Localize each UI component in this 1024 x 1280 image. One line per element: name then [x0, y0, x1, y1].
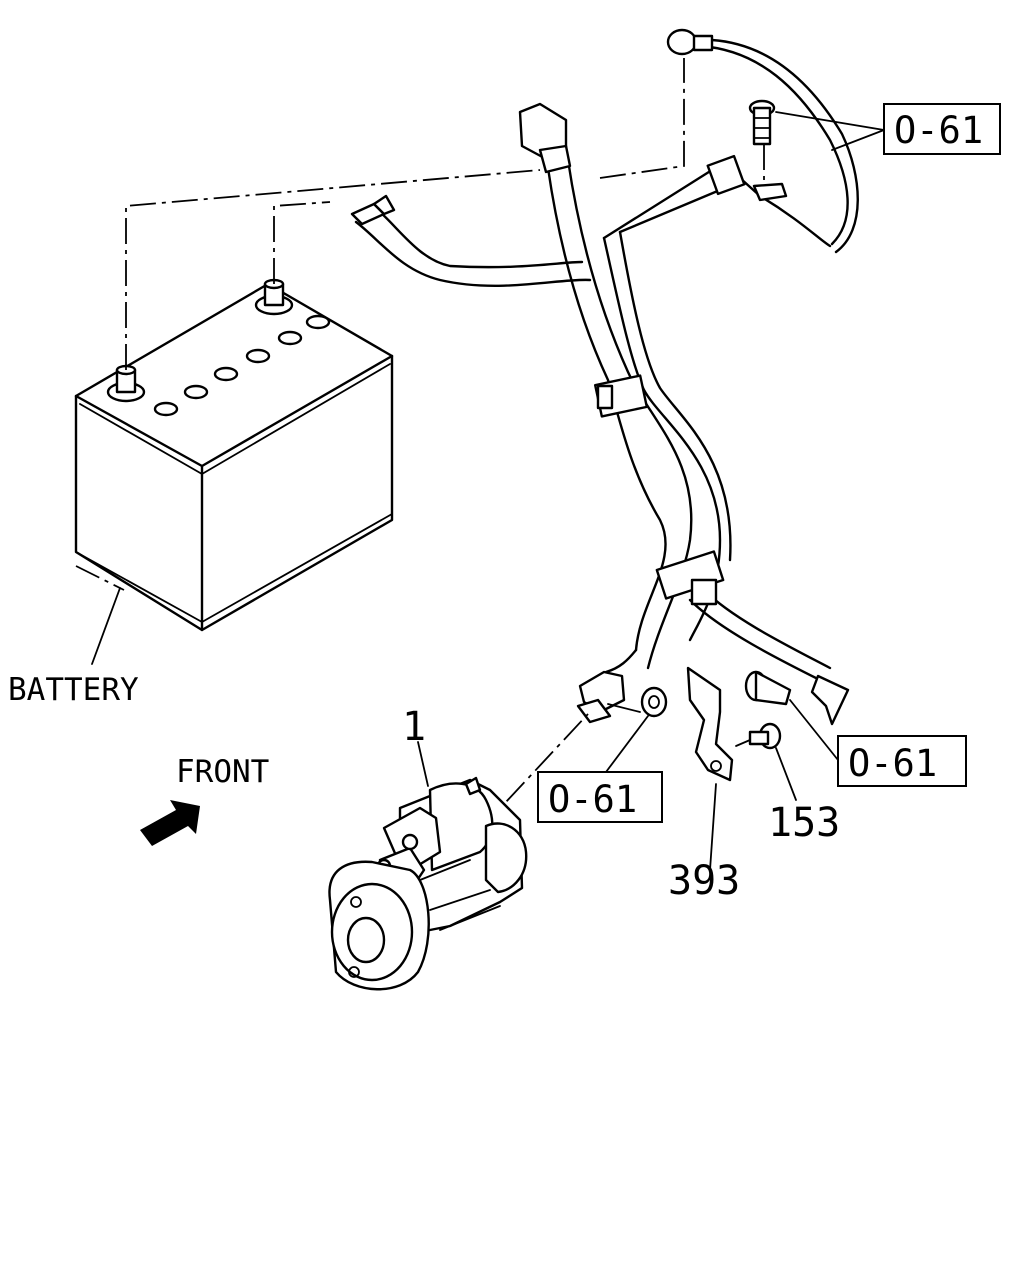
ref-top-right-text: O-61 — [894, 109, 983, 152]
starter-motor — [328, 776, 528, 991]
bolt-153 — [735, 722, 782, 750]
cable-harness — [354, 38, 859, 682]
part-1-leader — [417, 741, 429, 787]
ground-terminal — [666, 28, 714, 56]
bracket-393 — [686, 666, 734, 782]
part-393-leader — [709, 783, 717, 871]
ref-middle-center-text: O-61 — [548, 778, 637, 821]
harness-clip-upper — [706, 154, 788, 202]
negative-terminal-leader — [125, 169, 541, 370]
battery — [74, 278, 394, 665]
harness-clip-middle — [593, 374, 649, 418]
front-arrow-icon — [140, 800, 200, 846]
harness-clip-lower — [655, 550, 725, 606]
lug-bolt — [744, 670, 850, 726]
starter-cable-terminal — [576, 670, 626, 724]
ground-bolt — [748, 99, 776, 180]
part-393-label: 393 — [668, 858, 740, 904]
part-153-leader — [775, 747, 797, 801]
part-153-label: 153 — [768, 800, 840, 846]
ref-middle-right-text: O-61 — [848, 742, 937, 785]
ref-box-middle-center: O-61 — [537, 715, 663, 823]
ground-terminal-leader — [599, 58, 685, 179]
terminal-nut — [607, 686, 668, 718]
starter-terminal-leader — [477, 713, 589, 833]
top-cable-boot — [518, 102, 572, 174]
positive-ring-terminal — [350, 194, 396, 226]
ref-box-middle-right: O-61 — [789, 699, 967, 787]
front-label: FRONT — [176, 754, 269, 790]
positive-terminal-leader — [273, 201, 331, 284]
ref-box-top-right: O-61 — [775, 103, 1001, 155]
part-1-label: 1 — [402, 704, 426, 750]
battery-label: BATTERY — [8, 672, 139, 708]
